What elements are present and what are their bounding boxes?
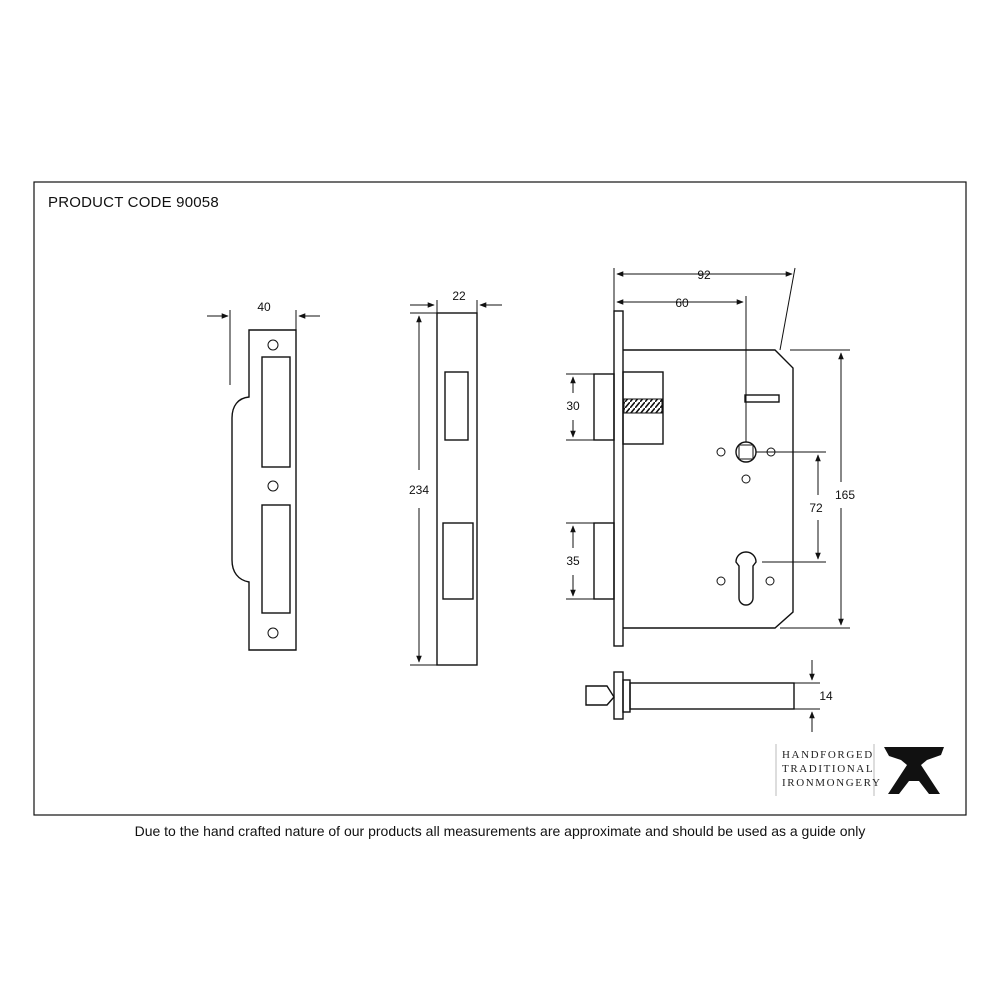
brand-text: HANDFORGED TRADITIONAL IRONMONGERY: [782, 748, 882, 790]
disclaimer-text: Due to the hand crafted nature of our pr…: [134, 823, 866, 839]
deadbolt-height-label: 35: [566, 554, 580, 568]
lock-body: [593, 310, 794, 647]
forend-plate: [436, 312, 478, 666]
forend-width-dimension: 22: [410, 289, 502, 313]
brand-logo: [775, 744, 944, 796]
case-width-label: 92: [697, 268, 711, 282]
centres-label: 72: [809, 501, 823, 515]
product-code: PRODUCT CODE 90058: [48, 194, 219, 211]
brand-line-1: HANDFORGED: [782, 749, 874, 761]
latch-height-dimension: 30: [566, 373, 594, 441]
centres-dimension: 72: [756, 451, 826, 563]
spindle-size-label: 14: [819, 689, 833, 703]
case-height-dimension: 165: [780, 349, 855, 629]
anvil-icon: [884, 747, 944, 794]
backset-dimension: 60: [616, 296, 747, 442]
brand-line-3: IRONMONGERY: [782, 777, 882, 789]
case-width-dimension: 92: [613, 267, 796, 351]
case-height-label: 165: [835, 488, 855, 502]
strike-plate: [231, 329, 297, 651]
drawing-border: [33, 181, 967, 816]
forend-width-label: 22: [452, 289, 466, 303]
spindle: [585, 671, 795, 720]
forend-height-dimension: 234: [409, 312, 437, 666]
forend-height-label: 234: [409, 483, 429, 497]
deadbolt-height-dimension: 35: [566, 522, 594, 600]
strike-width-dimension: 40: [207, 300, 320, 385]
backset-label: 60: [675, 296, 689, 310]
spindle-size-dimension: 14: [794, 660, 833, 732]
strike-width-label: 40: [257, 300, 271, 314]
brand-line-2: TRADITIONAL: [782, 763, 875, 775]
latch-height-label: 30: [566, 399, 580, 413]
